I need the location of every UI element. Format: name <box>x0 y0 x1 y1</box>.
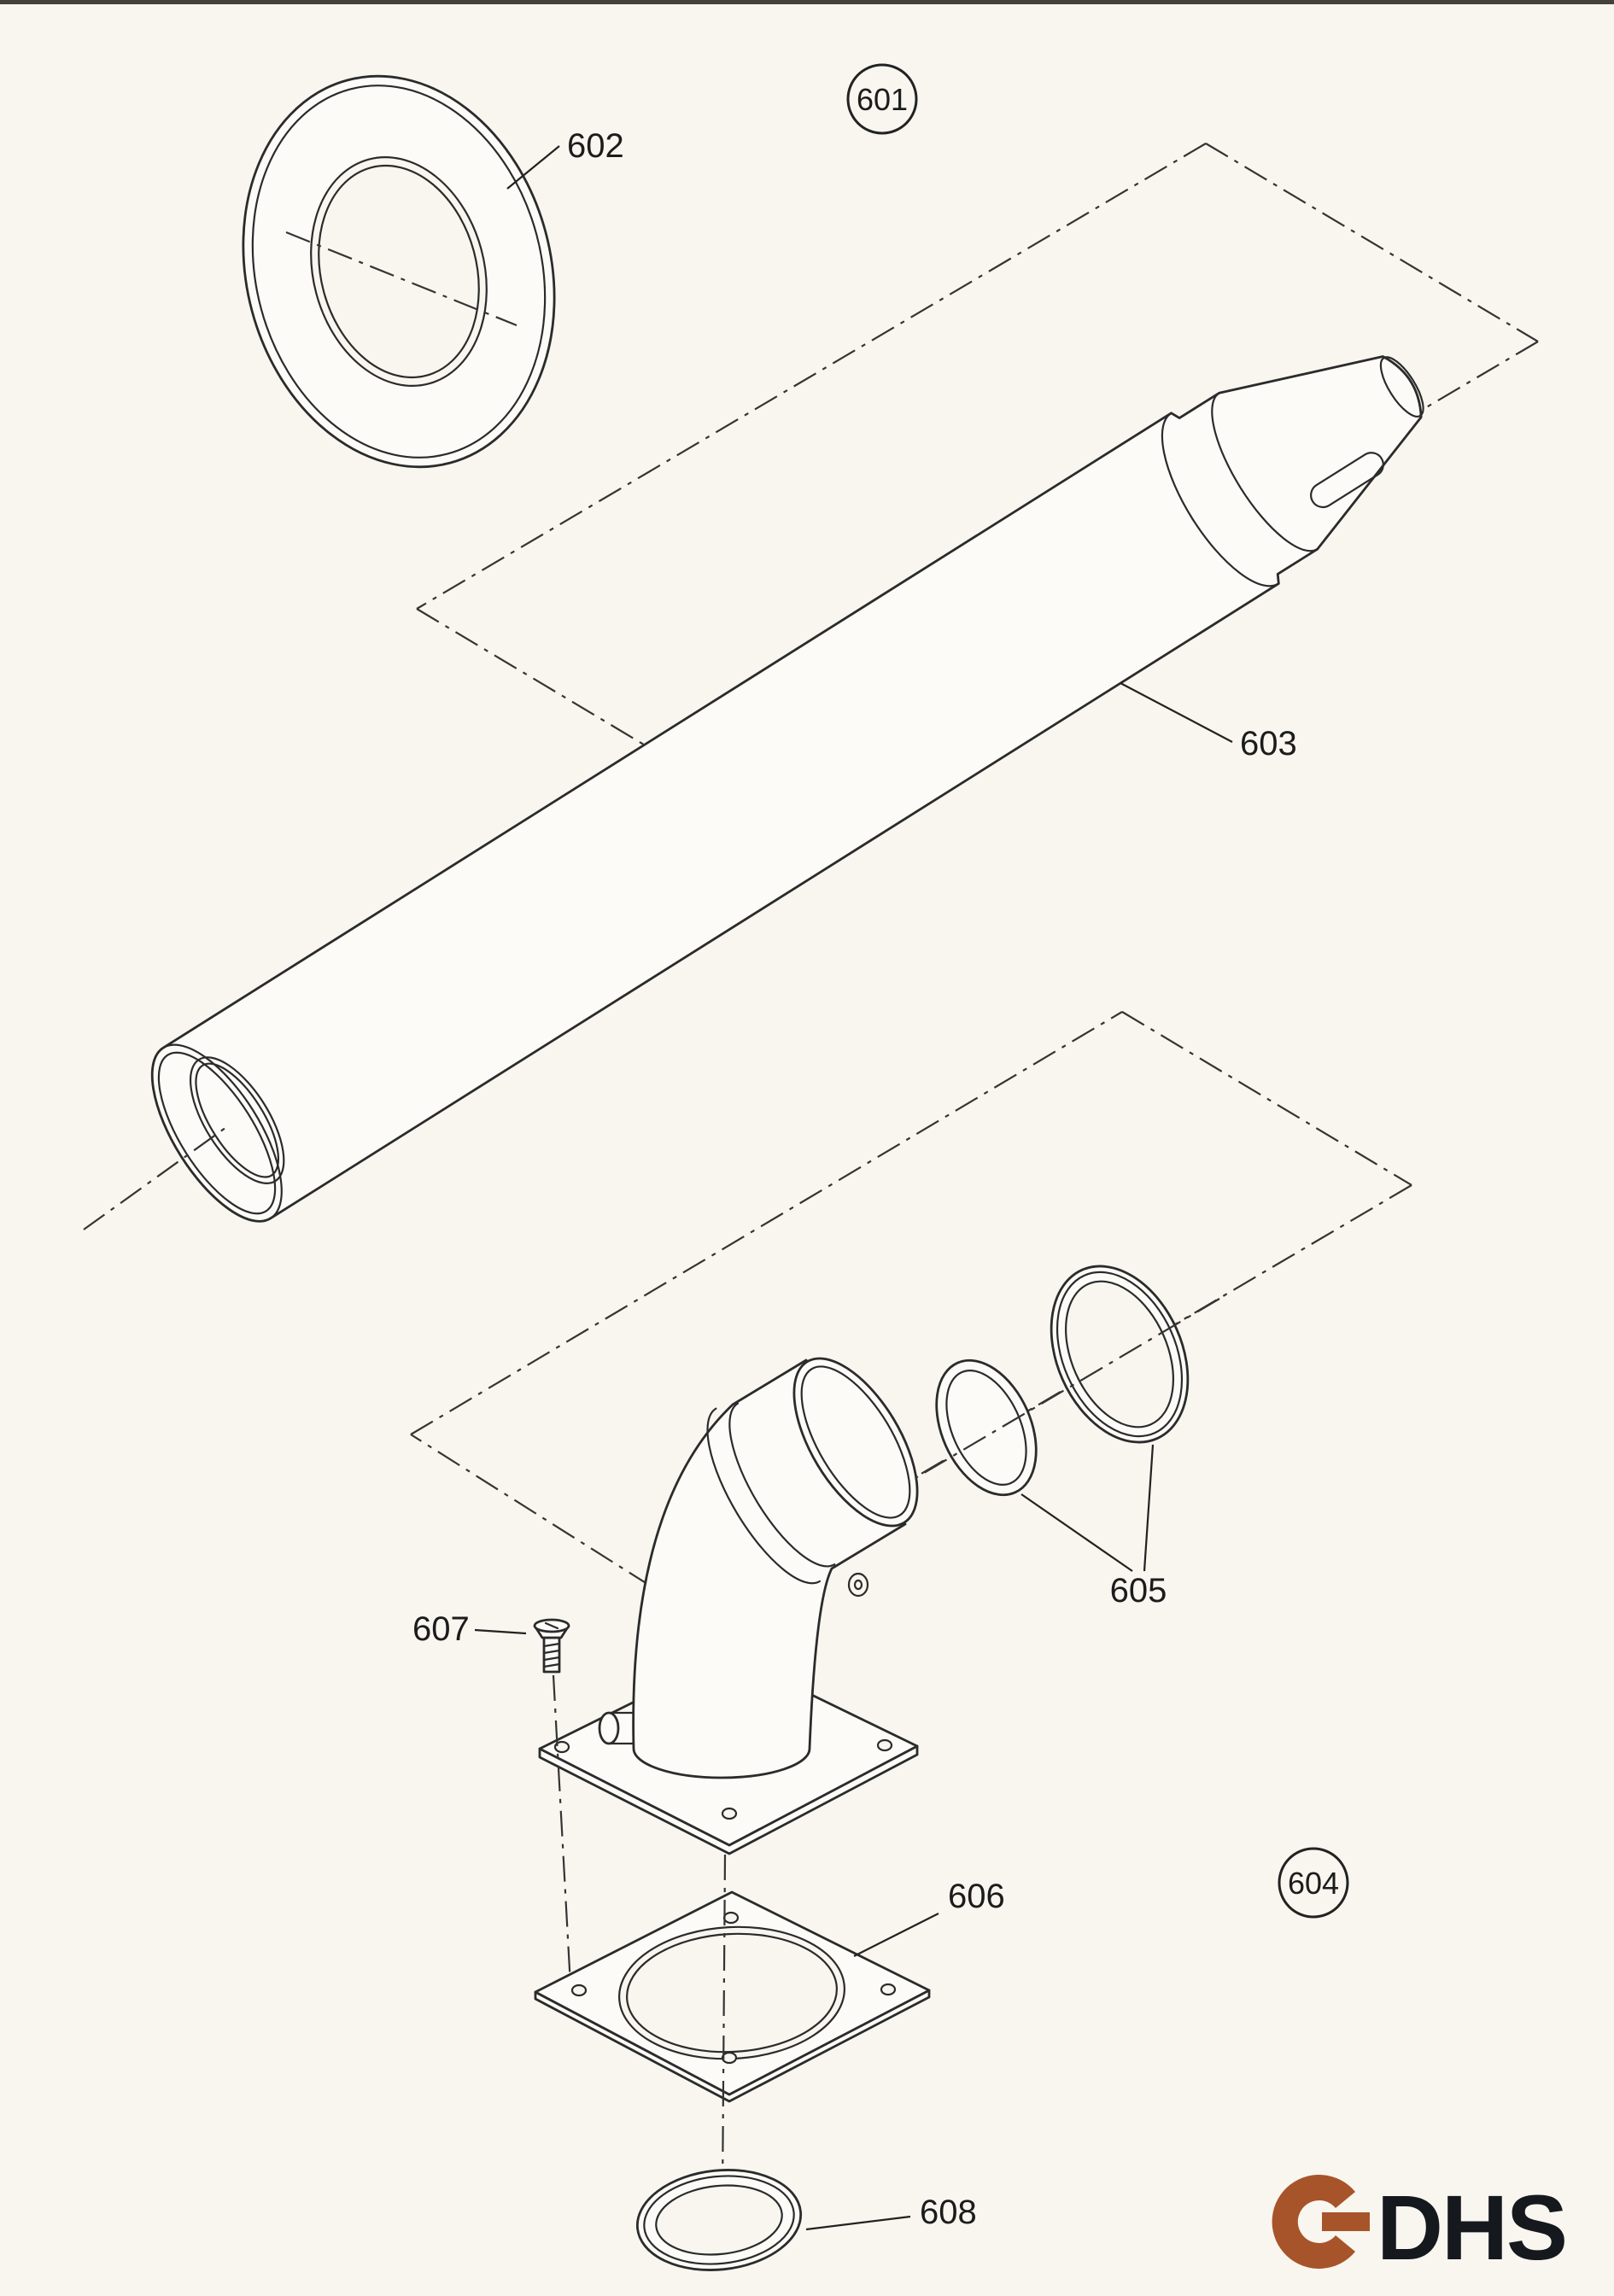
inner-pipe-end <box>189 1056 285 1184</box>
cone-base-line <box>1211 392 1319 552</box>
vertical-centerline <box>721 1854 727 2197</box>
gasket-hole <box>880 1983 897 1996</box>
screw-607 <box>533 1618 570 1674</box>
leader-line-606 <box>853 1913 939 1957</box>
callout-601: 601 <box>846 63 918 135</box>
part-labels: 602 603 605 606 607 608 <box>412 127 1297 2231</box>
part-label-607: 607 <box>412 1610 470 1648</box>
pipe-tip-cap <box>1379 356 1424 418</box>
leader-line-603 <box>1120 682 1233 743</box>
flange-hole <box>876 1738 893 1752</box>
o-ring-large <box>1050 1265 1190 1444</box>
dhs-logo-icon-bar <box>1322 2212 1370 2231</box>
callout-601-label: 601 <box>857 82 908 117</box>
leader-line-605b <box>1143 1444 1155 1572</box>
flue-pipe-603 <box>150 355 1424 1223</box>
terminal-slot <box>1310 452 1384 509</box>
gasket-602-centerline <box>285 231 518 327</box>
dhs-logo-icon <box>1272 2174 1355 2269</box>
part-label-608: 608 <box>920 2194 977 2231</box>
dhs-logo: DHS <box>1272 2174 1568 2279</box>
scan-top-edge <box>0 0 1614 4</box>
part-label-606: 606 <box>948 1878 1005 1915</box>
elbow-assembly <box>538 1357 919 1855</box>
leader-line-607 <box>474 1628 527 1635</box>
flange-hole <box>553 1740 570 1754</box>
part-label-605: 605 <box>1110 1572 1167 1610</box>
oval-gasket-608 <box>635 2169 803 2271</box>
leader-line-602 <box>506 145 560 190</box>
leader-line-605a <box>1020 1493 1133 1572</box>
screw-slot <box>544 1621 559 1630</box>
o-ring-axis-centerline <box>915 1298 1220 1479</box>
flange-gasket-602 <box>242 74 556 469</box>
elbow-socket <box>706 1357 919 1585</box>
pipe-end-opening <box>151 1043 283 1223</box>
o-ring-small <box>935 1358 1038 1497</box>
flange-hole <box>721 1807 738 1820</box>
pipe-joint-line <box>1161 412 1280 587</box>
callout-604-label: 604 <box>1288 1866 1339 1901</box>
screw-axis-centerline <box>552 1674 572 1986</box>
dhs-logo-text: DHS <box>1377 2176 1566 2279</box>
square-gasket-606 <box>534 1890 931 2103</box>
part-label-603: 603 <box>1240 725 1297 762</box>
leader-line-608 <box>805 2215 911 2231</box>
gasket-hole <box>570 1983 588 1997</box>
pipe-axis-stub <box>83 1125 230 1230</box>
callout-604: 604 <box>1278 1847 1349 1919</box>
elbow-screw-boss <box>847 1572 869 1598</box>
gasket-hole <box>722 1911 740 1925</box>
gasket-hole <box>721 2051 738 2065</box>
o-rings-605 <box>915 1265 1220 1497</box>
part-label-602: 602 <box>567 127 624 165</box>
